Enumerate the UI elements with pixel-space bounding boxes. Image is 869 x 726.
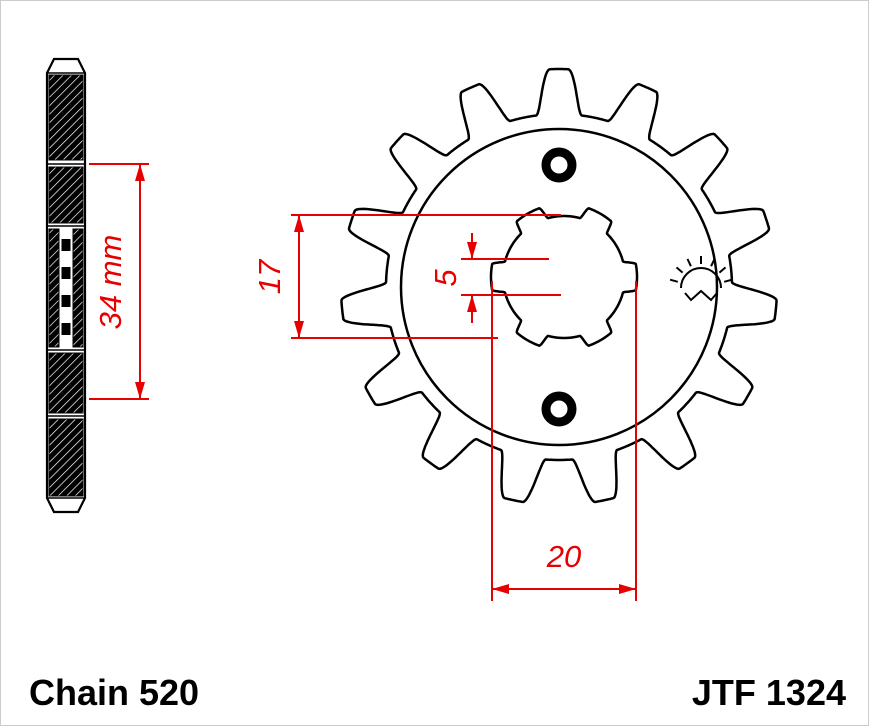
side-view-outline: [45, 57, 87, 514]
hatch-block: [48, 418, 84, 497]
bolt-hole-top: [541, 147, 577, 183]
spline-bore: [489, 207, 639, 347]
dim-5-label: 5: [428, 269, 463, 287]
sun-wave: [684, 289, 718, 302]
dimension-5: 5: [428, 233, 561, 323]
sun-ray: [718, 266, 727, 274]
footer: Chain 520 JTF 1324: [29, 672, 846, 713]
spline-section-square: [61, 239, 71, 251]
part-number-label: JTF 1324: [692, 672, 846, 713]
sun-ray: [723, 278, 733, 283]
dim-34-label: 34 mm: [93, 235, 128, 330]
chain-size-label: Chain 520: [29, 672, 199, 713]
sprocket-side-view: [45, 57, 87, 514]
sun-ray: [675, 266, 684, 274]
dimension-20: 20: [491, 281, 637, 601]
hatch-block-hub-right: [72, 228, 84, 348]
sun-ray: [686, 258, 692, 267]
hatch-block: [48, 352, 84, 414]
spline-section-square: [61, 323, 71, 335]
bolt-hole-bottom: [541, 391, 577, 427]
dimension-17: 17: [252, 214, 561, 339]
hatch-block: [48, 166, 84, 224]
jt-sun-logo: [669, 256, 733, 302]
sun-ray: [710, 258, 716, 267]
dim-17-label: 17: [252, 258, 287, 294]
dim-20-label: 20: [546, 539, 581, 574]
hatch-block: [48, 74, 84, 161]
sun-ray: [669, 278, 679, 283]
spline-section-square: [61, 267, 71, 279]
spline-section-square: [61, 295, 71, 307]
sprocket-outline: [340, 67, 778, 504]
sprocket-inner-circle: [399, 127, 719, 447]
sun-dome: [680, 267, 722, 289]
dimension-34mm: 34 mm: [89, 163, 149, 400]
sprocket-front-view: [340, 67, 778, 504]
hatch-block-hub-left: [48, 228, 60, 348]
